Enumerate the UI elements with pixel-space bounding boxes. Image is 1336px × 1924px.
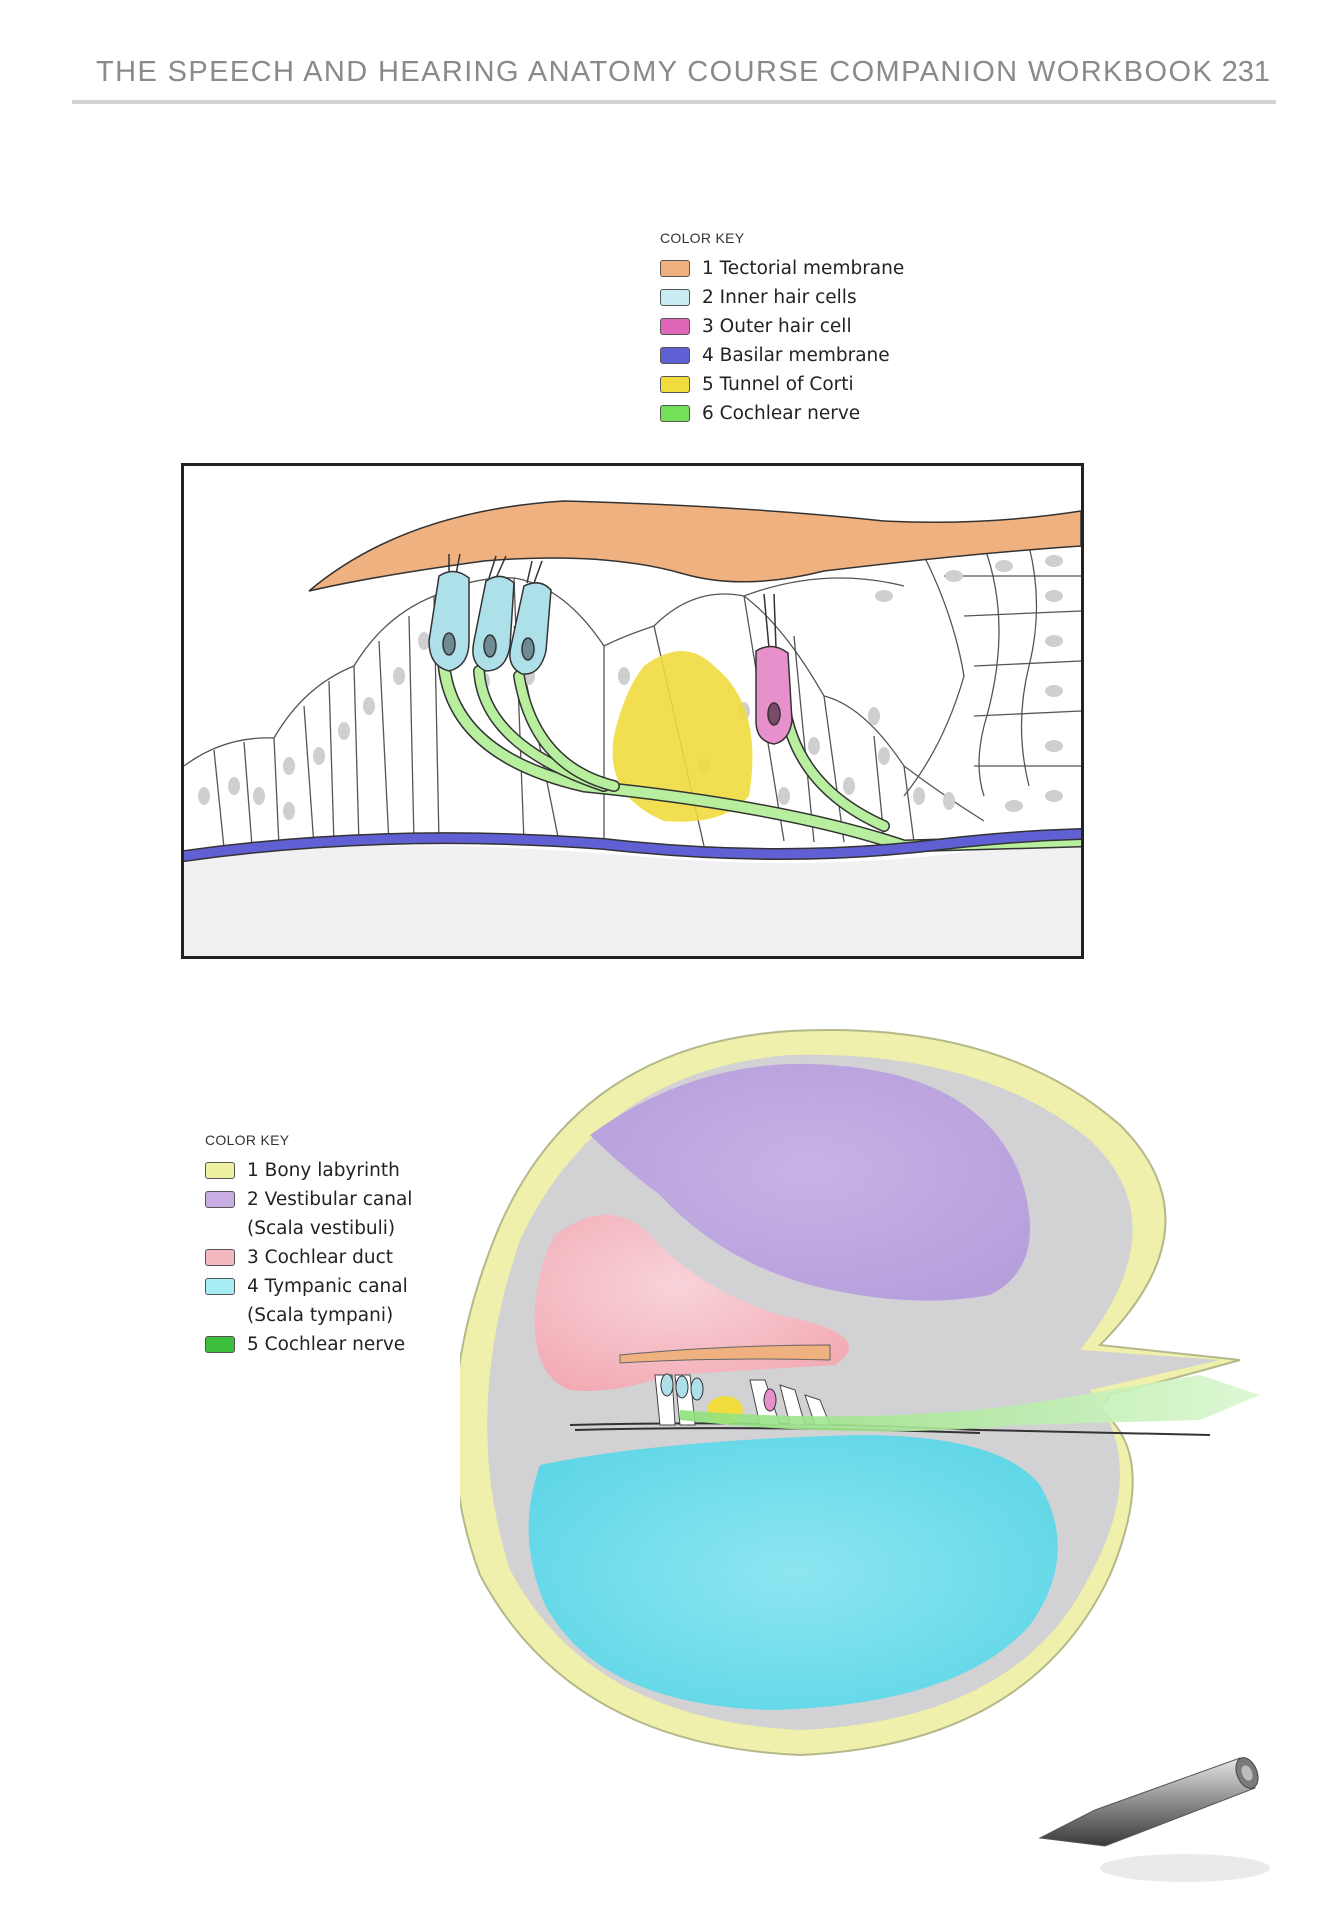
key-label: 6 Cochlear nerve	[702, 403, 861, 424]
key-item-cochlear-duct: 3 Cochlear duct	[205, 1243, 412, 1272]
tectorial-membrane	[308, 500, 1081, 592]
tympanic-canal	[528, 1435, 1058, 1710]
stereocilia	[448, 553, 777, 649]
swatch-cochlear-nerve[interactable]	[660, 405, 690, 422]
page-number: 231	[1221, 56, 1270, 88]
key-item-inner-hair-cells: 2 Inner hair cells	[660, 283, 904, 312]
cochlear-nerve	[680, 1375, 1260, 1432]
swatch-outer-hair-cell[interactable]	[660, 318, 690, 335]
key-label: 3 Cochlear duct	[247, 1247, 394, 1268]
key-label: 5 Cochlear nerve	[247, 1334, 406, 1355]
page-header: THE SPEECH AND HEARING ANATOMY COURSE CO…	[72, 54, 1276, 104]
key-item-cochlear-nerve-2: 5 Cochlear nerve	[205, 1330, 412, 1359]
running-title: THE SPEECH AND HEARING ANATOMY COURSE CO…	[96, 56, 1214, 88]
color-key-title: COLOR KEY	[660, 230, 745, 246]
cochlea-cross-section	[460, 1028, 1260, 1757]
key-item-bony-labyrinth: 1 Bony labyrinth	[205, 1156, 412, 1185]
organ-of-corti-figure	[181, 463, 1084, 959]
swatch-cochlear-nerve[interactable]	[205, 1336, 235, 1353]
key-label: 2 Vestibular canal	[247, 1189, 413, 1210]
pencil-icon	[1038, 1757, 1270, 1882]
vestibular-canal	[590, 1063, 1030, 1301]
swatch-tunnel-of-corti[interactable]	[660, 376, 690, 393]
key-label: 5 Tunnel of Corti	[702, 374, 854, 395]
small-outer-hair-cell	[763, 1388, 777, 1412]
tectorial-membrane-small	[619, 1344, 831, 1364]
key-label: 1 Bony labyrinth	[247, 1160, 400, 1181]
outer-hair-cell	[755, 645, 793, 745]
key-item-scala-vestibuli: (Scala vestibuli)	[205, 1214, 412, 1243]
color-key-organ-of-corti: COLOR KEY 1 Tectorial membrane 2 Inner h…	[660, 230, 904, 428]
swatch-bony-labyrinth[interactable]	[205, 1162, 235, 1179]
key-item-outer-hair-cell: 3 Outer hair cell	[660, 312, 904, 341]
swatch-cochlear-duct[interactable]	[205, 1249, 235, 1266]
key-item-tunnel-of-corti: 5 Tunnel of Corti	[660, 370, 904, 399]
color-key-cochlea: COLOR KEY 1 Bony labyrinth 2 Vestibular …	[205, 1132, 412, 1359]
swatch-tympanic-canal[interactable]	[205, 1278, 235, 1295]
tunnel-of-corti	[612, 651, 753, 822]
swatch-vestibular-canal[interactable]	[205, 1191, 235, 1208]
key-label: (Scala tympani)	[247, 1305, 394, 1326]
swatch-inner-hair-cells[interactable]	[660, 289, 690, 306]
key-label: 2 Inner hair cells	[702, 287, 857, 308]
key-label: 3 Outer hair cell	[702, 316, 852, 337]
key-item-cochlear-nerve: 6 Cochlear nerve	[660, 399, 904, 428]
small-inner-hair-cells	[660, 1373, 704, 1401]
key-item-tectorial-membrane: 1 Tectorial membrane	[660, 254, 904, 283]
swatch-basilar-membrane[interactable]	[660, 347, 690, 364]
cell-nuclei	[198, 555, 1063, 820]
key-label: (Scala vestibuli)	[247, 1218, 396, 1239]
key-label: 4 Basilar membrane	[702, 345, 890, 366]
key-item-tympanic-canal: 4 Tympanic canal	[205, 1272, 412, 1301]
scala-tympani-region	[184, 831, 1081, 956]
key-item-basilar-membrane: 4 Basilar membrane	[660, 341, 904, 370]
key-label: 1 Tectorial membrane	[702, 258, 905, 279]
key-item-vestibular-canal: 2 Vestibular canal	[205, 1185, 412, 1214]
color-key-title: COLOR KEY	[205, 1132, 290, 1148]
swatch-tectorial-membrane[interactable]	[660, 260, 690, 277]
inner-hair-cells	[428, 570, 552, 675]
key-label: 4 Tympanic canal	[247, 1276, 408, 1297]
key-item-scala-tympani: (Scala tympani)	[205, 1301, 412, 1330]
